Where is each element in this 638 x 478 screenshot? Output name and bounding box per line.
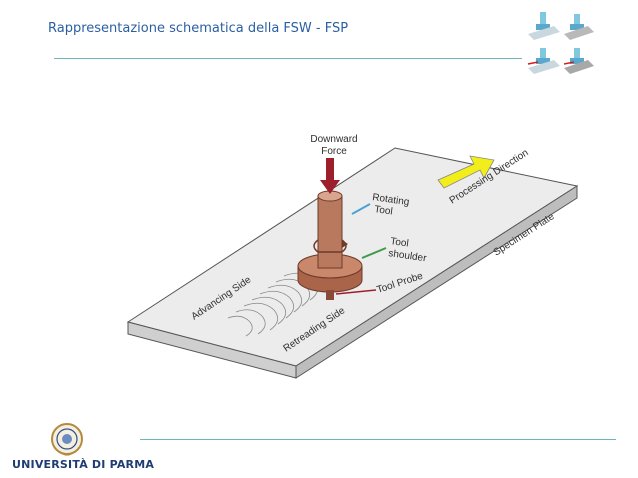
tool-thumbnail-2: [564, 14, 594, 40]
processing-direction-arrow: [437, 155, 495, 189]
tool-shoulder-pointer: [361, 247, 387, 259]
downward-force-label-1: Downward: [310, 134, 357, 145]
university-seal-logo: [51, 423, 83, 456]
downward-force-label-2: Force: [321, 146, 347, 157]
plate-side-face: [295, 185, 578, 379]
tool-thumbnails-icon: [527, 12, 594, 74]
tool-thumbnail-4: [563, 48, 594, 74]
tool-shoulder-side: [297, 265, 363, 293]
tool-shoulder-label-1: Tool: [390, 236, 410, 249]
downward-force-arrow: [320, 158, 340, 194]
footer-divider: [140, 439, 616, 440]
tool-thumbnail-3: [527, 48, 560, 74]
title-divider: [54, 58, 522, 59]
rotating-tool-label-1: Rotating: [372, 192, 410, 208]
university-name: UNIVERSITÀ DI PARMA: [12, 458, 155, 471]
tool-probe-pointer: [335, 289, 377, 295]
slide-title: Rappresentazione schematica della FSW - …: [48, 21, 349, 36]
tool-shoulder-label-2: shoulder: [388, 248, 428, 264]
rotating-tool-body: [317, 195, 343, 269]
rotating-tool-label-2: Tool: [374, 204, 394, 217]
tool-probe: [326, 290, 334, 300]
rotating-tool-pointer: [351, 203, 371, 215]
tool-thumbnail-1: [528, 12, 560, 40]
